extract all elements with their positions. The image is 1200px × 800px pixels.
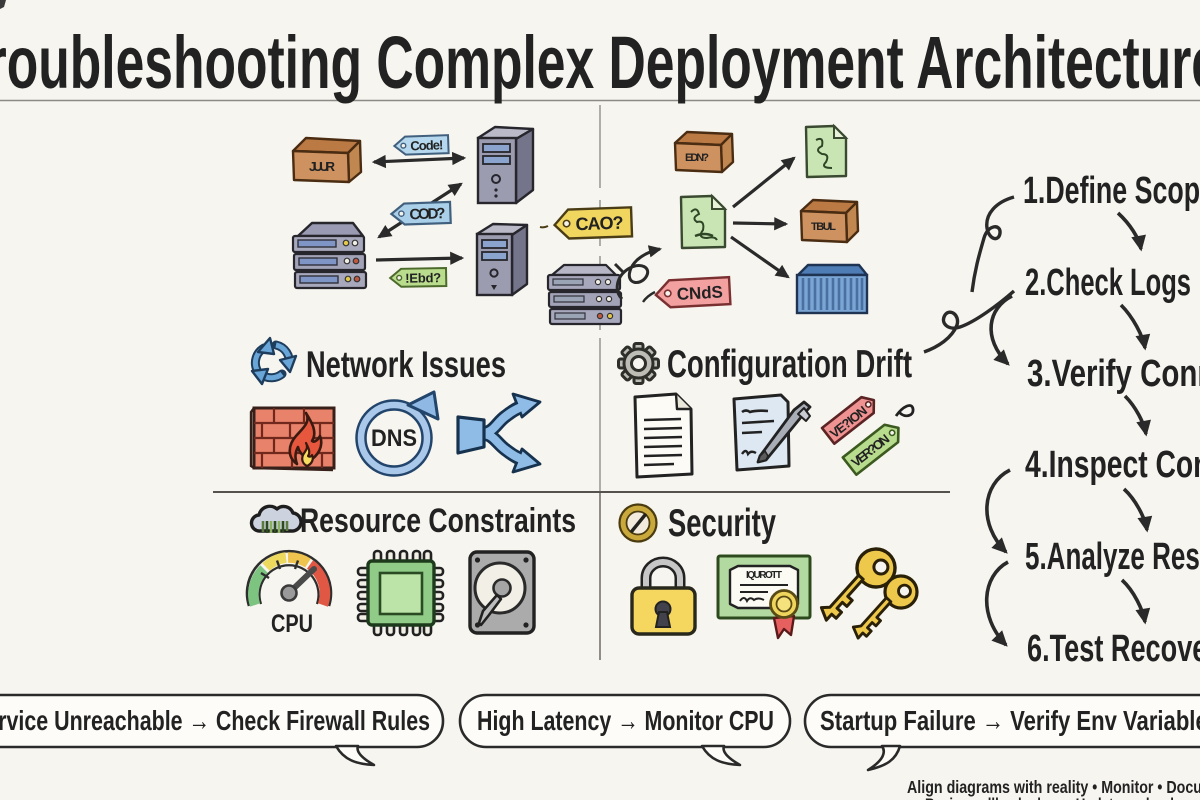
svg-text:2.Check Logs: 2.Check Logs: [1025, 262, 1191, 304]
svg-text:3.Verify Connectivity: 3.Verify Connectivity: [1027, 353, 1200, 395]
svg-text:IQUROTT: IQUROTT: [746, 570, 782, 581]
svg-text:TBUL: TBUL: [811, 221, 836, 233]
svg-text:6.Test Recovery: 6.Test Recovery: [1027, 628, 1200, 670]
svg-text:Network Issues: Network Issues: [306, 344, 506, 385]
svg-text:DNS: DNS: [371, 425, 417, 452]
svg-text:CAO?: CAO?: [575, 213, 624, 235]
svg-text:CNdS: CNdS: [676, 282, 723, 303]
svg-text:Startup Failure → Verify Env V: Startup Failure → Verify Env Variables: [820, 705, 1200, 736]
svg-text:Troubleshooting Complex Deploy: Troubleshooting Complex Deployment Archi…: [0, 21, 1200, 104]
svg-text:High Latency → Monitor CPU: High Latency → Monitor CPU: [477, 705, 774, 736]
svg-text:4.Inspect Config: 4.Inspect Config: [1025, 444, 1200, 486]
svg-text:Review rollback plans • Update: Review rollback plans • Update runbooks: [925, 795, 1185, 800]
svg-text:!Ebd?: !Ebd?: [405, 270, 441, 286]
svg-text:Service Unreachable → Check Fi: Service Unreachable → Check Firewall Rul…: [0, 705, 430, 736]
svg-text:EDN?: EDN?: [685, 152, 709, 164]
svg-text:Resource Constraints: Resource Constraints: [300, 502, 576, 540]
svg-text:Align diagrams with reality •: Align diagrams with reality • Monitor • …: [907, 777, 1200, 797]
svg-text:Code!: Code!: [410, 137, 444, 153]
svg-text:COD?: COD?: [409, 205, 446, 223]
svg-text:JUUR: JUUR: [309, 159, 336, 174]
svg-text:Security: Security: [668, 502, 776, 545]
svg-text:5.Analyze Resources: 5.Analyze Resources: [1025, 536, 1200, 578]
svg-text:1.Define Scope: 1.Define Scope: [1023, 170, 1200, 212]
svg-text:CPU: CPU: [271, 610, 313, 638]
svg-text:Configuration Drift: Configuration Drift: [667, 343, 912, 386]
